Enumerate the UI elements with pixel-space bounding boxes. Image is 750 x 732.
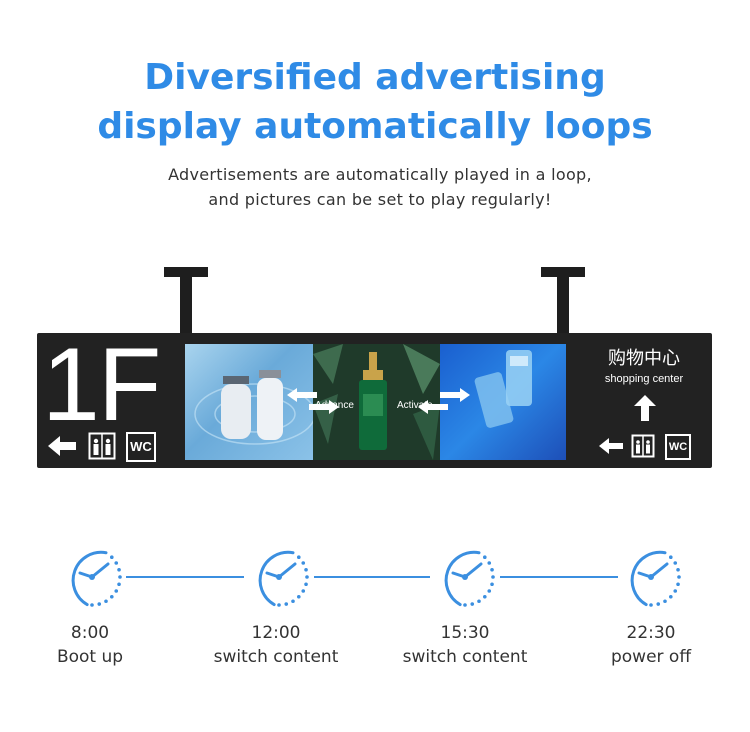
subtitle-line-1: Advertisements are automatically played … [168,165,592,184]
clock-icon [444,550,495,607]
transition-arrows-icon [287,388,339,414]
wc-icon-right: WC [665,434,691,460]
headline-line-1: Diversified advertising [144,57,606,98]
timeline-connector-1 [126,576,244,578]
schedule-action-3: switch content [402,647,528,667]
schedule-time-1: 8:00 [70,623,110,643]
schedule-time-2: 12:00 [251,623,301,643]
schedule-action-1: Boot up [56,647,124,667]
timeline-connector-3 [500,576,618,578]
clock-icon [71,550,122,607]
shopping-center-title: 购物中心 [608,348,680,369]
clock-icon [258,550,309,607]
schedule-action-2: switch content [213,647,339,667]
arrow-left-icon-right [599,438,623,454]
arrow-up-icon [634,395,656,421]
elevator-icon [88,432,116,460]
ad-panel-2-text-right: Activate [397,400,433,411]
floor-number: 1F [42,327,161,443]
subtitle-line-2: and pictures can be set to play regularl… [208,190,552,209]
transition-arrows-icon-2 [418,388,470,414]
wc-icon: WC [126,432,156,462]
ad-panel-1 [185,344,313,460]
schedule-action-4: power off [610,647,692,667]
schedule-time-3: 15:30 [440,623,490,643]
headline-line-2: display automatically loops [97,106,653,147]
timeline-connector-2 [314,576,430,578]
elevator-icon-right [631,434,655,458]
ad-panel-3 [440,344,566,460]
schedule-time-4: 22:30 [626,623,676,643]
clock-icon [630,550,681,607]
shopping-center-subtitle: shopping center [604,373,684,385]
arrow-left-icon [48,436,76,456]
